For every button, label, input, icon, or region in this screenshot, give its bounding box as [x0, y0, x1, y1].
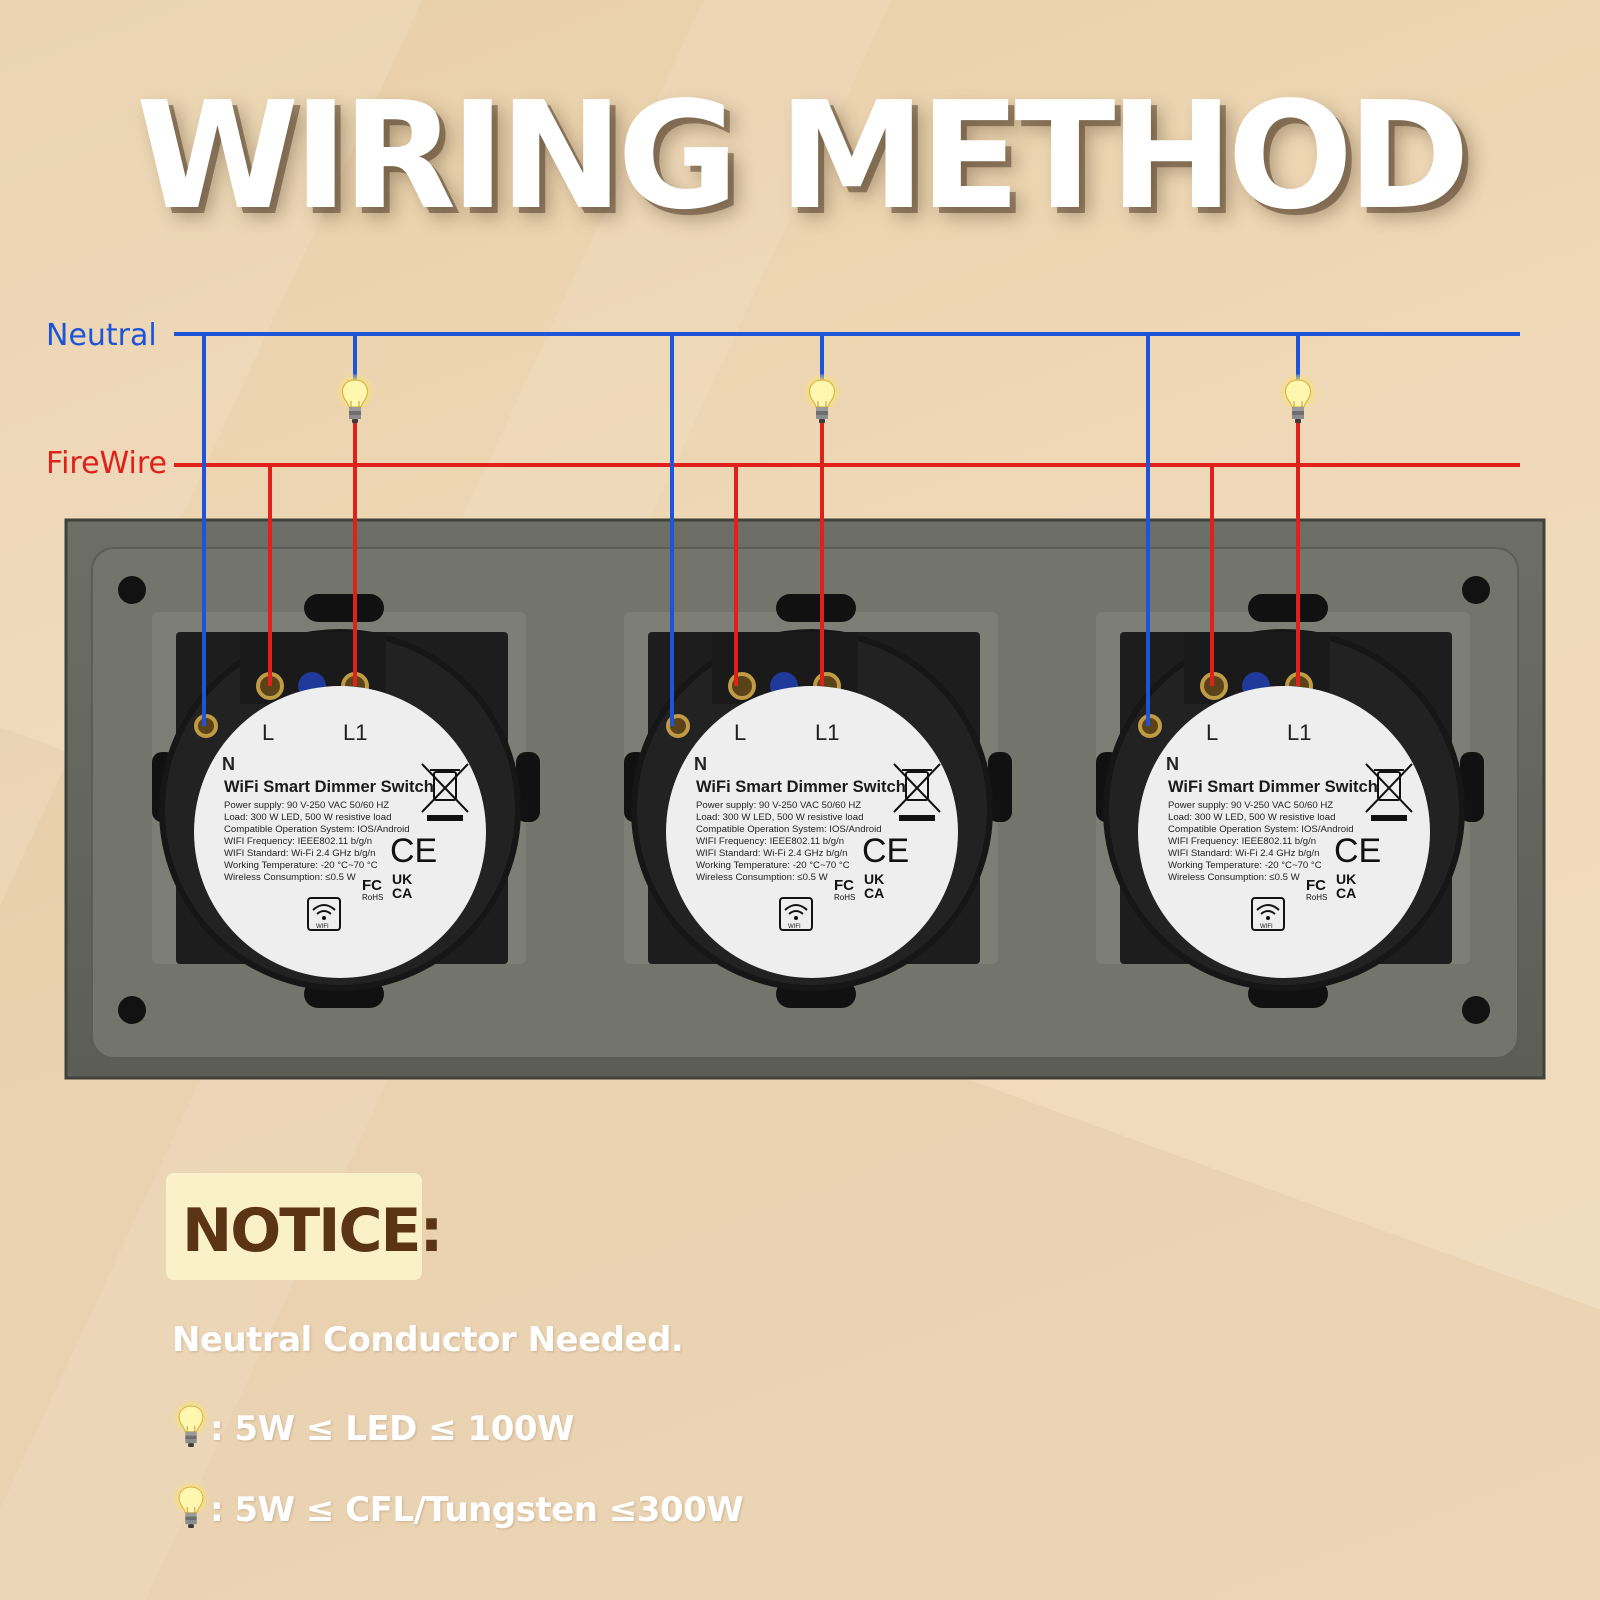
spec-line: Power supply: 90 V-250 VAC 50/60 HZ — [1168, 800, 1333, 811]
weee-bin-icon — [421, 763, 469, 821]
spec-line: Working Temperature: -20 °C~70 °C — [1168, 860, 1322, 871]
fcc-mark: FC — [362, 877, 382, 894]
wiring-diagram: N L L1 WiFi Smart Dimmer Switch Power su… — [64, 332, 1546, 1080]
spec-line: Wireless Consumption: ≤0.5 W — [224, 872, 357, 883]
spec-line: WIFI Frequency: IEEE802.11 b/g/n — [1168, 836, 1316, 847]
dimmer-module-1 — [152, 594, 540, 1008]
wifi-label: WIFI — [316, 924, 329, 930]
screw-hole — [1462, 996, 1490, 1024]
spec-line: Load: 300 W LED, 500 W resistive load — [1168, 812, 1335, 823]
wifi-label: WIFI — [788, 924, 801, 930]
wifi-icon: WIFI — [1251, 897, 1285, 931]
wifi-icon: WIFI — [307, 897, 341, 931]
note-led-range: : 5W ≤ LED ≤ 100W — [172, 1400, 575, 1454]
firewire-label: FireWire — [46, 446, 168, 481]
module-label-3: N L L1 WiFi Smart Dimmer Switch Power su… — [1166, 720, 1413, 931]
spec-line: Compatible Operation System: IOS/Android — [224, 824, 410, 835]
terminal-l1: L1 — [343, 720, 367, 745]
terminal-n: N — [222, 754, 235, 774]
spec-line: Compatible Operation System: IOS/Android — [696, 824, 882, 835]
module-label-2: N L L1 WiFi Smart Dimmer Switch Power su… — [694, 720, 941, 931]
note-text: : 5W ≤ CFL/Tungsten ≤300W — [210, 1490, 744, 1530]
light-bulb-icon — [802, 374, 842, 424]
rohs-mark: RoHS — [362, 893, 383, 902]
spec-line: Load: 300 W LED, 500 W resistive load — [224, 812, 391, 823]
fcc-mark: FC — [834, 877, 854, 894]
terminal-l1: L1 — [1287, 720, 1311, 745]
wifi-label: WIFI — [1260, 924, 1273, 930]
spec-line: Working Temperature: -20 °C~70 °C — [224, 860, 378, 871]
spec-line: WIFI Standard: Wi-Fi 2.4 GHz b/g/n — [224, 848, 375, 859]
ukca-mark-ca: CA — [864, 885, 884, 901]
spec-line: Power supply: 90 V-250 VAC 50/60 HZ — [696, 800, 861, 811]
spec-line: WIFI Frequency: IEEE802.11 b/g/n — [224, 836, 372, 847]
neutral-label: Neutral — [46, 318, 157, 353]
spec-line: Wireless Consumption: ≤0.5 W — [1168, 872, 1301, 883]
weee-bin-icon — [893, 763, 941, 821]
ukca-mark-uk: UK — [1336, 871, 1356, 887]
spec-line: WIFI Standard: Wi-Fi 2.4 GHz b/g/n — [1168, 848, 1319, 859]
ukca-mark-uk: UK — [864, 871, 884, 887]
ukca-mark-uk: UK — [392, 871, 412, 887]
terminal-n: N — [1166, 754, 1179, 774]
screw-hole — [118, 996, 146, 1024]
note-cfl-range: : 5W ≤ CFL/Tungsten ≤300W — [172, 1481, 744, 1535]
light-bulb-icon — [335, 374, 375, 424]
terminal-l1: L1 — [815, 720, 839, 745]
page-title: WIRING METHOD — [135, 70, 1470, 242]
light-bulb-icon — [1278, 374, 1318, 424]
rohs-mark: RoHS — [1306, 893, 1327, 902]
note-neutral-required: Neutral Conductor Needed. — [172, 1320, 684, 1360]
terminal-l: L — [1206, 720, 1218, 745]
terminal-l: L — [262, 720, 274, 745]
spec-line: Load: 300 W LED, 500 W resistive load — [696, 812, 863, 823]
ce-mark: CE — [390, 832, 437, 870]
dimmer-module-3 — [1096, 594, 1484, 1008]
terminal-n: N — [694, 754, 707, 774]
light-bulb-icon — [172, 1481, 210, 1535]
notice-badge — [166, 1173, 422, 1280]
screw-hole — [118, 576, 146, 604]
light-bulb-icon — [172, 1400, 210, 1454]
terminal-l: L — [734, 720, 746, 745]
spec-line: Power supply: 90 V-250 VAC 50/60 HZ — [224, 800, 389, 811]
spec-line: WIFI Standard: Wi-Fi 2.4 GHz b/g/n — [696, 848, 847, 859]
spec-line: Wireless Consumption: ≤0.5 W — [696, 872, 829, 883]
product-name: WiFi Smart Dimmer Switch — [224, 778, 434, 796]
product-name: WiFi Smart Dimmer Switch — [696, 778, 906, 796]
ukca-mark-ca: CA — [1336, 885, 1356, 901]
rohs-mark: RoHS — [834, 893, 855, 902]
wifi-icon: WIFI — [779, 897, 813, 931]
note-text: : 5W ≤ LED ≤ 100W — [210, 1409, 575, 1449]
ukca-mark-ca: CA — [392, 885, 412, 901]
fcc-mark: FC — [1306, 877, 1326, 894]
ce-mark: CE — [1334, 832, 1381, 870]
ce-mark: CE — [862, 832, 909, 870]
spec-line: Working Temperature: -20 °C~70 °C — [696, 860, 850, 871]
spec-line: Compatible Operation System: IOS/Android — [1168, 824, 1354, 835]
note-text: Neutral Conductor Needed. — [172, 1320, 684, 1360]
product-name: WiFi Smart Dimmer Switch — [1168, 778, 1378, 796]
weee-bin-icon — [1365, 763, 1413, 821]
notice-title: NOTICE: — [182, 1196, 443, 1266]
module-label-1: N L L1 WiFi Smart Dimmer Switch Power su… — [222, 720, 469, 931]
screw-hole — [1462, 576, 1490, 604]
spec-line: WIFI Frequency: IEEE802.11 b/g/n — [696, 836, 844, 847]
dimmer-module-2 — [624, 594, 1012, 1008]
